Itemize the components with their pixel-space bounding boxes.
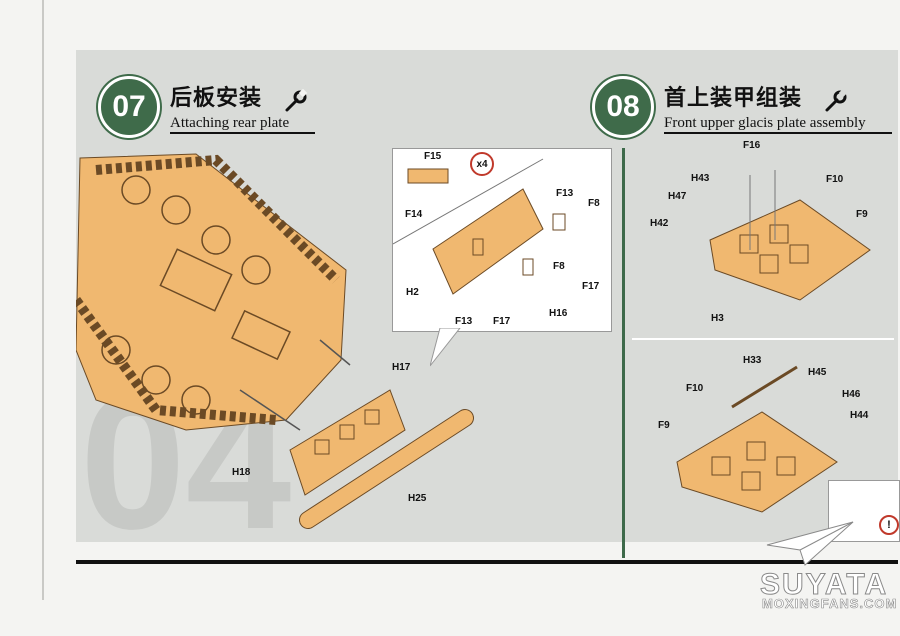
- wrench-icon: [285, 88, 308, 112]
- part-label: H17: [392, 362, 411, 373]
- part-label: F17: [582, 281, 600, 292]
- step-divider-vertical: [622, 148, 625, 558]
- part-label: H42: [650, 218, 669, 229]
- inset-callout-pointer: [430, 328, 461, 367]
- inset-illustration: [392, 158, 566, 295]
- part-label: H44: [850, 410, 869, 421]
- part-label: H16: [549, 308, 568, 319]
- inset-detail: [392, 148, 612, 332]
- part-label: F9: [658, 420, 670, 431]
- step-08-badge: 08: [592, 76, 654, 138]
- glacis-plate-upper-illustration: [709, 170, 871, 301]
- part-label: F13: [556, 188, 574, 199]
- part-label: F14: [405, 209, 423, 220]
- watermark-title: SUYATA: [759, 568, 889, 602]
- part-label: F13: [455, 316, 473, 327]
- part-label: H47: [668, 191, 687, 202]
- glacis-plate-lower-illustration: [676, 365, 838, 513]
- wrench-icon: [825, 88, 848, 112]
- part-label: F8: [553, 261, 565, 272]
- step-07-title-zh: 后板安装: [170, 86, 263, 112]
- hull-illustration: [76, 153, 347, 431]
- part-label: H43: [691, 173, 710, 184]
- part-label: F10: [826, 174, 844, 185]
- step-07-title-en: Attaching rear plate: [170, 115, 316, 134]
- part-label: H25: [408, 493, 427, 504]
- watermark-url: MOXINGFANS.COM: [762, 596, 898, 612]
- step-07-header: 07 后板安装 Attaching rear plate: [98, 76, 316, 138]
- part-label: H45: [808, 367, 827, 378]
- part-label: F9: [856, 209, 868, 220]
- part-label: H33: [743, 355, 762, 366]
- part-label: H3: [711, 313, 724, 324]
- part-label: H2: [406, 287, 419, 298]
- rear-plate-parts: [239, 339, 474, 529]
- step-08-divider: [632, 338, 894, 340]
- part-label: F17: [493, 316, 511, 327]
- part-label: F16: [743, 140, 761, 151]
- part-label: H18: [232, 467, 251, 478]
- quantity-badge: x4: [470, 152, 494, 176]
- part-label: H46: [842, 389, 861, 400]
- part-label: F15: [424, 151, 442, 162]
- part-label: F10: [686, 383, 704, 394]
- page-fold: [42, 0, 44, 600]
- step-08-title-zh: 首上装甲组装: [664, 86, 803, 112]
- paper-plane-logo-icon: [766, 521, 854, 566]
- page-bottom-rule: [76, 560, 898, 564]
- step-08-header: 08 首上装甲组装 Front upper glacis plate assem…: [592, 76, 892, 138]
- step-07-badge: 07: [98, 76, 160, 138]
- alert-icon: !: [879, 515, 899, 535]
- part-label: F8: [588, 198, 600, 209]
- step-08-title-en: Front upper glacis plate assembly: [664, 115, 892, 134]
